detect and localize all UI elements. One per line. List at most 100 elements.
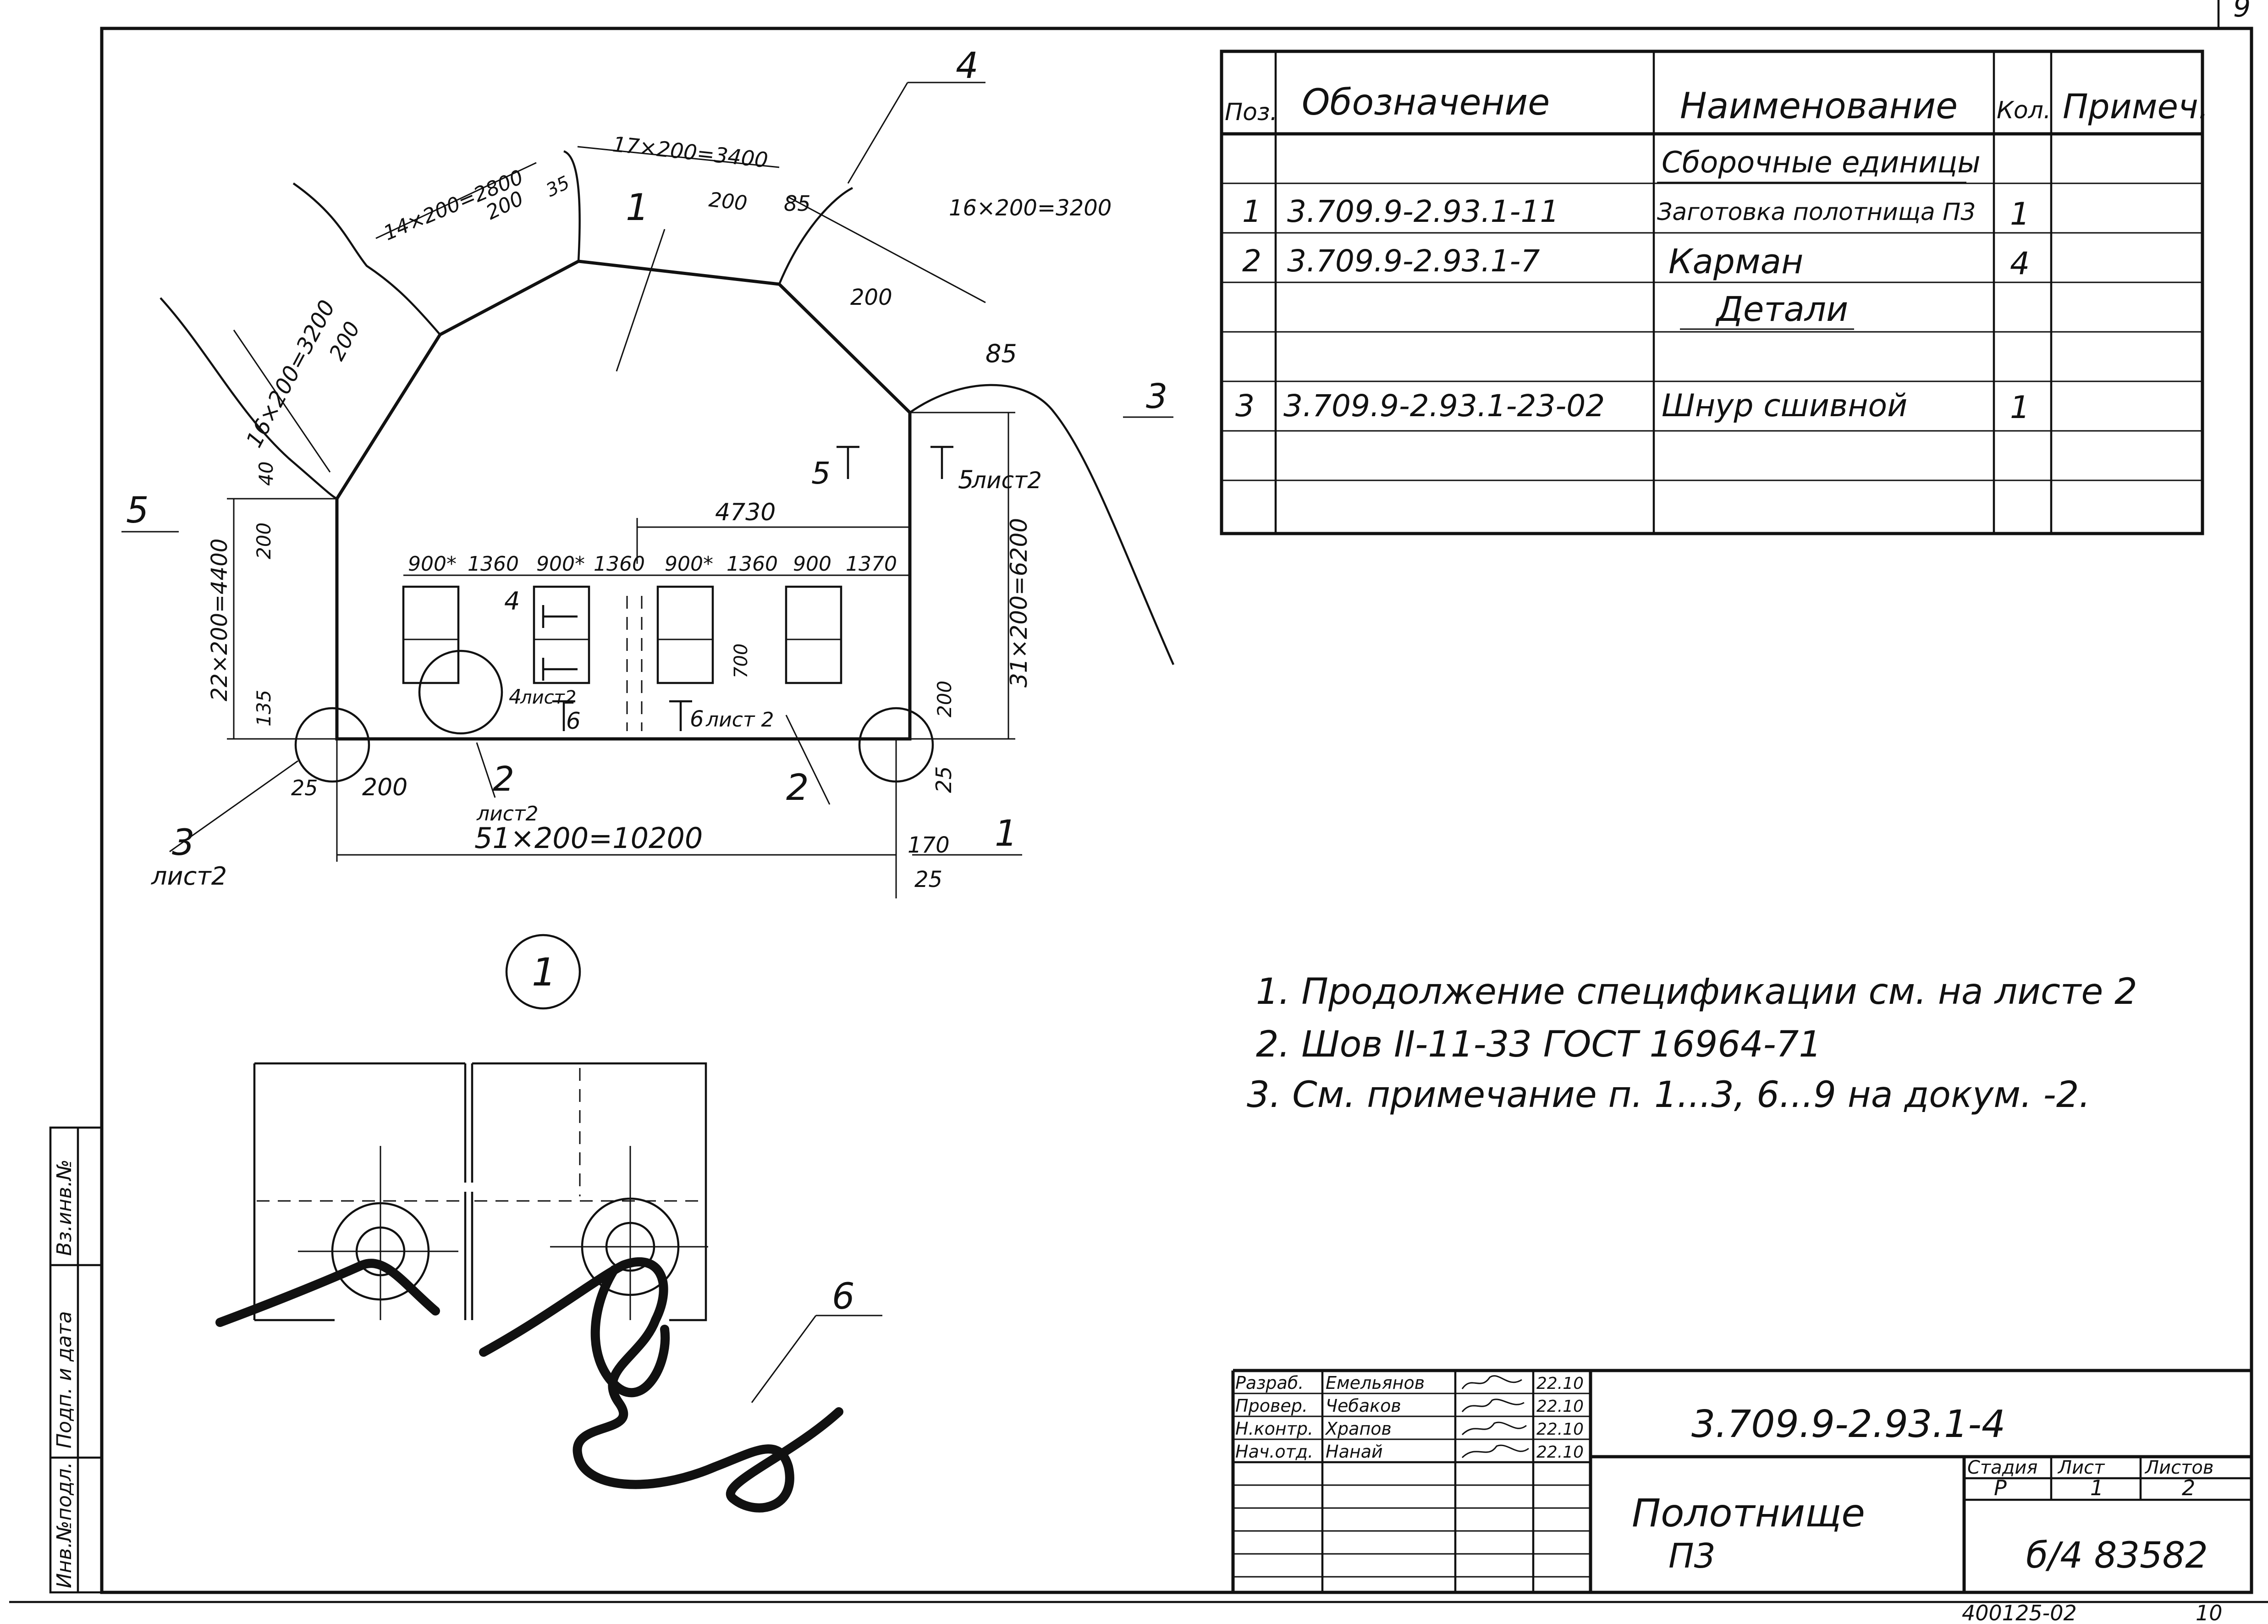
tb-stage: Р — [1994, 1475, 2007, 1500]
dim-left-vert: 22×200=4400 — [207, 539, 232, 701]
dim-top-right: 16×200=3200 — [949, 195, 1112, 221]
tb-doc-code: 3.709.9-2.93.1-4 — [1691, 1403, 2005, 1446]
dim-200-g: 200 — [362, 774, 407, 801]
pocket-4 — [785, 585, 842, 684]
dim-135: 135 — [253, 690, 275, 727]
tb-stage-label: Стадия — [1967, 1457, 2037, 1478]
dim-pocket4: 900 — [793, 552, 831, 576]
leader-1-bottom: 1 — [995, 813, 1018, 854]
tb-title-line1: Полотнище — [1632, 1491, 1865, 1536]
tb-name-3: Нанай — [1326, 1442, 1383, 1462]
dim-gap3: 1360 — [727, 552, 778, 576]
dim-right-vert: 31×200=6200 — [1006, 518, 1032, 688]
section-6-right: 6 — [690, 706, 704, 732]
tb-date-2: 22.10 — [1536, 1420, 1584, 1439]
title-block: Разраб. Емельянов 22.10 Провер. Чебаков … — [1231, 1369, 2251, 1592]
section-5-right: 5 — [958, 465, 974, 494]
note-2: 2. Шов II-11-33 ГОСТ 16964-71 — [1256, 1024, 1822, 1065]
spec-row-2-pos: 2 — [1242, 243, 1261, 279]
notes-block: 1. Продолжение спецификации см. на листе… — [1247, 971, 2137, 1116]
spec-row-1-qty: 1 — [2010, 196, 2030, 232]
tb-date-3: 22.10 — [1536, 1443, 1584, 1462]
spec-row-3-name: Детали — [1715, 290, 1848, 329]
leader-3-bottom: 3 — [172, 822, 195, 864]
tb-date-1: 22.10 — [1536, 1397, 1584, 1416]
tb-sheets-label: Листов — [2144, 1457, 2213, 1478]
spec-row-2-name: Карман — [1668, 242, 1803, 281]
dim-700: 700 — [731, 644, 752, 678]
pocket-2 — [533, 585, 590, 684]
dim-40: 40 — [255, 462, 277, 486]
side-stamp-inv: Инв.№подл. — [53, 1462, 76, 1588]
dim-35: 35 — [543, 172, 573, 201]
dim-200-c: 200 — [850, 285, 892, 310]
tb-sheet-label: Лист — [2057, 1457, 2105, 1478]
dim-left-diag: 16×200=3200 — [241, 296, 340, 452]
cord-curve-right — [909, 384, 1175, 665]
tb-role-3: Нач.отд. — [1235, 1442, 1313, 1462]
section-4-lower: 4 — [509, 685, 522, 709]
dim-gap4: 1370 — [846, 552, 897, 576]
dim-25-bottom: 25 — [914, 867, 942, 892]
footer-archive-no: 400125-02 — [1962, 1601, 2077, 1624]
dim-25-right: 25 — [931, 766, 956, 793]
panel-outline — [335, 259, 912, 741]
footer-page: 10 — [2196, 1601, 2223, 1624]
dim-pocket3: 900* — [665, 552, 713, 576]
section-6-sheet-ref: лист 2 — [705, 708, 774, 732]
spec-row-5-qty: 1 — [2010, 390, 2030, 426]
tb-date-0: 22.10 — [1536, 1374, 1584, 1393]
detail-callout-circle — [505, 934, 581, 1010]
detail-1: 1 6 — [215, 934, 882, 1513]
leader-2-sheet-ref: лист2 — [476, 802, 539, 826]
spec-row-1-pos: 1 — [1242, 194, 1261, 229]
spec-row-5-pos: 3 — [1235, 388, 1255, 424]
spec-table: Поз. Обозначение Наименование Кол. Приме… — [1220, 50, 2209, 535]
dim-170: 170 — [908, 832, 950, 858]
leader-1-top: 1 — [626, 186, 649, 229]
tb-role-2: Н.контр. — [1235, 1419, 1313, 1439]
dim-pocket1: 900* — [408, 552, 457, 576]
dim-gap1: 1360 — [468, 552, 519, 576]
dim-top-mid: 17×200=3400 — [611, 132, 769, 172]
panel-drawing: 1 4 3 5 2 2 лист2 1 3 лист2 5 5 лист2 4 … — [121, 45, 1175, 898]
leader-3-sheet-ref: лист2 — [151, 862, 227, 891]
spec-header-note: Примеч. — [2063, 87, 2209, 127]
spec-header-qty: Кол. — [1997, 97, 2051, 124]
drawing-frame — [100, 27, 2253, 1594]
spec-row-1-name: Заготовка полотнища П3 — [1657, 198, 1976, 226]
leader-2-right: 2 — [786, 767, 809, 809]
dim-85-b: 85 — [985, 339, 1017, 368]
dim-bottom: 51×200=10200 — [474, 821, 703, 855]
tb-title-line2: П3 — [1668, 1536, 1716, 1576]
leader-6: 6 — [832, 1276, 855, 1317]
side-stamp-vzinv: Вз.инв.№ — [53, 1159, 76, 1256]
signature-2 — [1461, 1421, 1527, 1436]
tb-name-2: Храпов — [1325, 1419, 1392, 1439]
cord-left-detail — [215, 1259, 440, 1327]
section-4-sheet-ref: лист2 — [520, 687, 576, 708]
tb-sheets: 2 — [2182, 1475, 2195, 1500]
eyelet-circle-mid — [418, 650, 503, 735]
dim-200-f: 200 — [933, 681, 956, 717]
dim-200-b: 200 — [708, 188, 749, 215]
dim-pocket2: 900* — [536, 552, 585, 576]
leader-5-left: 5 — [126, 490, 149, 531]
section-6-left: 6 — [566, 708, 581, 734]
tb-sheet: 1 — [2090, 1475, 2103, 1500]
panel-stitches-top1 — [439, 260, 579, 336]
tb-name-1: Чебаков — [1326, 1396, 1401, 1416]
leader-3-right: 3 — [1146, 377, 1167, 416]
spec-row-5-name: Шнур сшивной — [1662, 388, 1907, 424]
detail-callout-number: 1 — [532, 950, 556, 995]
dim-gap2: 1360 — [594, 552, 645, 576]
section-5-sheet-ref: лист2 — [971, 467, 1042, 494]
spec-header-designation: Обозначение — [1302, 82, 1550, 123]
cord-curve-left2 — [160, 297, 338, 500]
spec-row-1-designation: 3.709.9-2.93.1-11 — [1287, 194, 1559, 229]
dim-25-left: 25 — [291, 776, 318, 800]
cord-curve-left — [292, 182, 441, 336]
pocket-1 — [402, 585, 460, 684]
signature-1 — [1461, 1398, 1525, 1412]
note-3: 3. См. примечание п. 1...3, 6...9 на док… — [1247, 1074, 2090, 1116]
